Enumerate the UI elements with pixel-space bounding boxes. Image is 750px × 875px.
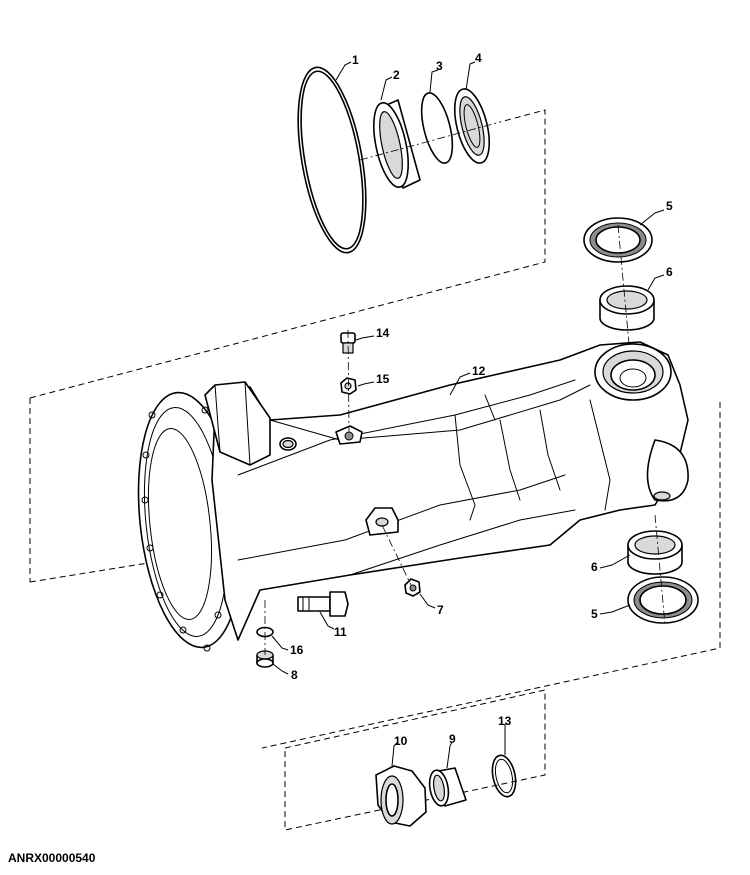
ring-part-13 [491, 754, 517, 798]
callout-6-lower: 6 [591, 560, 598, 574]
callout-1: 1 [352, 53, 359, 67]
callout-9: 9 [449, 732, 456, 746]
group-box-top-seals [29, 109, 546, 582]
callout-12: 12 [472, 364, 486, 378]
leader-lines [271, 61, 665, 769]
sleeve-part-2 [373, 99, 421, 189]
callout-4: 4 [475, 51, 482, 65]
nut-part-7 [404, 578, 421, 597]
callout-10: 10 [394, 734, 408, 748]
seal-part-5-upper [583, 217, 653, 263]
hex-nut-part-10 [375, 765, 427, 827]
callout-16: 16 [290, 643, 304, 657]
fitting-part-15 [340, 377, 357, 395]
callout-2: 2 [393, 68, 400, 82]
seal-part-4 [453, 88, 491, 164]
ring-part-3 [420, 92, 454, 164]
callout-14: 14 [376, 326, 390, 340]
callout-5-upper: 5 [666, 199, 673, 213]
callout-8: 8 [291, 668, 298, 682]
group-box-bottom-bushings [284, 689, 546, 831]
bushing-part-6-upper [599, 285, 655, 331]
callout-3: 3 [436, 59, 443, 73]
bushing-part-6-lower [627, 530, 683, 575]
callout-6-upper: 6 [666, 265, 673, 279]
axle-housing-part-12 [137, 341, 689, 652]
callout-7: 7 [437, 603, 444, 617]
o-ring-part-1 [297, 66, 367, 254]
bolt-part-11 [297, 591, 349, 617]
sleeve-part-9 [428, 767, 467, 807]
figure-id-label: ANRX00000540 [8, 851, 96, 865]
callout-11: 11 [334, 625, 347, 639]
callout-15: 15 [376, 372, 390, 386]
callout-5-lower: 5 [591, 607, 598, 621]
callout-13: 13 [498, 714, 512, 728]
